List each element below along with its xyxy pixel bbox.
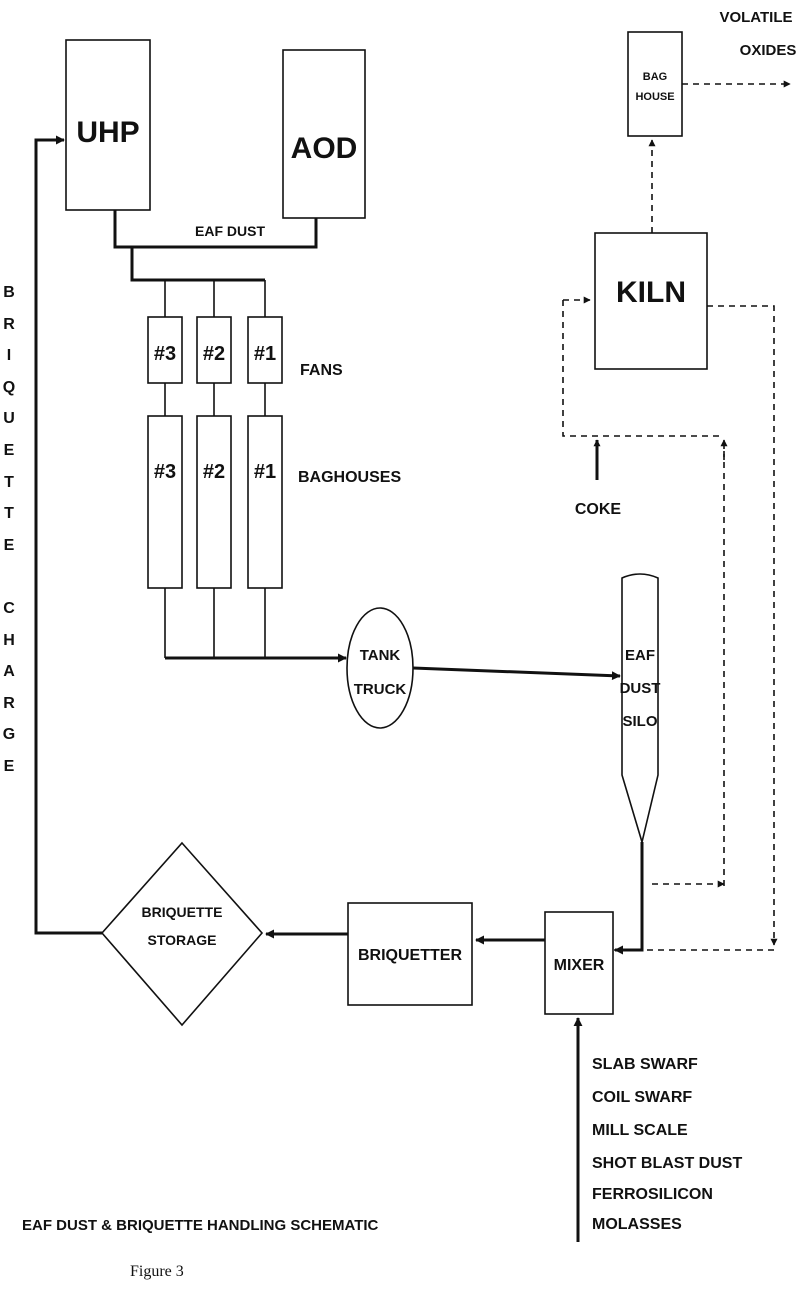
fan-1-label: #1	[254, 343, 276, 365]
coke-label: COKE	[575, 501, 622, 518]
baghouses-label: BAGHOUSES	[298, 469, 401, 486]
briquette-charge-letter: I	[7, 347, 11, 364]
uhp-label: UHP	[76, 116, 139, 149]
baghouse-1: #1	[247, 415, 283, 589]
briquette-charge-letter: C	[3, 600, 15, 617]
tank-truck: TANK TRUCK	[346, 607, 414, 729]
mixer-input-item: SHOT BLAST DUST	[592, 1155, 742, 1172]
kiln-unit: KILN	[594, 232, 708, 370]
eaf-dust-silo: EAF DUST SILO	[620, 573, 661, 846]
storage-label-line1: BRIQUETTE	[142, 904, 223, 920]
briquette-charge-letter: T	[4, 505, 14, 522]
mixer-input-item: MILL SCALE	[592, 1122, 688, 1139]
briquetter-unit: BRIQUETTER	[347, 902, 473, 1006]
briquette-charge-letter: E	[4, 442, 15, 459]
fan-2-label: #2	[203, 343, 225, 365]
briquette-charge-letter: E	[4, 537, 15, 554]
mixer-input-item: COIL SWARF	[592, 1089, 692, 1106]
aod-label: AOD	[291, 132, 358, 165]
baghouse-2-label: #2	[203, 461, 225, 483]
figure-number: Figure 3	[130, 1263, 184, 1280]
briquetter-label: BRIQUETTER	[358, 947, 462, 964]
bag-house-label-line2: HOUSE	[635, 91, 674, 103]
fans-label: FANS	[300, 362, 343, 379]
baghouse-1-label: #1	[254, 461, 276, 483]
kiln-label: KILN	[616, 276, 686, 309]
oxides-label: OXIDES	[740, 42, 797, 59]
briquette-charge-letter: U	[3, 410, 15, 427]
bag-house-label-line1: BAG	[643, 71, 667, 83]
briquette-charge-letter: A	[3, 663, 15, 680]
fan-3: #3	[147, 316, 183, 384]
baghouse-2: #2	[196, 415, 232, 589]
briquette-charge-letter: E	[4, 758, 15, 775]
briquette-charge-letter: H	[3, 632, 15, 649]
briquette-charge-letter: R	[3, 316, 15, 333]
mixer-input-list: SLAB SWARF COIL SWARF MILL SCALE SHOT BL…	[592, 1056, 742, 1233]
briquette-charge-letter: G	[3, 726, 15, 743]
baghouse-3-label: #3	[154, 461, 176, 483]
mixer-input-item: FERROSILICON	[592, 1186, 713, 1203]
volatile-label: VOLATILE	[719, 9, 792, 26]
kiln-recycle-lines	[562, 80, 791, 951]
tank-truck-label-line2: TRUCK	[354, 681, 407, 698]
briquette-charge-letter: T	[4, 474, 14, 491]
briquette-storage: BRIQUETTE STORAGE	[100, 841, 264, 1027]
fan-1: #1	[247, 316, 283, 384]
silo-label-line1: EAF	[625, 647, 655, 664]
tank-truck-label-line1: TANK	[360, 647, 401, 664]
fan-2: #2	[196, 316, 232, 384]
diagram-title: EAF DUST & BRIQUETTE HANDLING SCHEMATIC	[22, 1217, 379, 1234]
silo-label-line2: DUST	[620, 680, 661, 697]
mixer-unit: MIXER	[544, 911, 614, 1015]
mixer-input-item: SLAB SWARF	[592, 1056, 698, 1073]
briquette-charge-letter: B	[3, 284, 15, 301]
silo-label-line3: SILO	[622, 713, 657, 730]
mixer-input-item: MOLASSES	[592, 1216, 682, 1233]
briquette-charge-letter: R	[3, 695, 15, 712]
eaf-dust-label: EAF DUST	[195, 223, 265, 239]
storage-label-line2: STORAGE	[148, 932, 217, 948]
aod-furnace: AOD	[282, 49, 366, 219]
briquette-charge-letter: Q	[3, 379, 15, 396]
bag-house-unit: BAG HOUSE	[627, 31, 683, 137]
baghouse-3: #3	[147, 415, 183, 589]
fan-3-label: #3	[154, 343, 176, 365]
uhp-furnace: UHP	[65, 39, 151, 211]
dust-collection-lines: EAF DUST	[34, 135, 644, 1242]
mixer-label: MIXER	[554, 957, 605, 974]
